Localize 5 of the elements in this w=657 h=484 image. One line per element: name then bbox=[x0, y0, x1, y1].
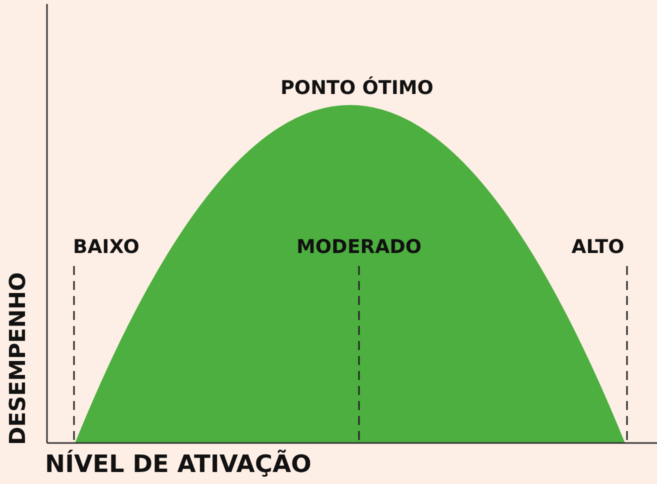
level-label: MODERADO bbox=[296, 238, 422, 257]
level-label: ALTO bbox=[572, 238, 624, 257]
level-label: BAIXO bbox=[73, 238, 140, 257]
axis-title: DESEMPENHO bbox=[8, 272, 30, 445]
axis-title: NÍVEL DE ATIVAÇÃO bbox=[45, 452, 312, 476]
